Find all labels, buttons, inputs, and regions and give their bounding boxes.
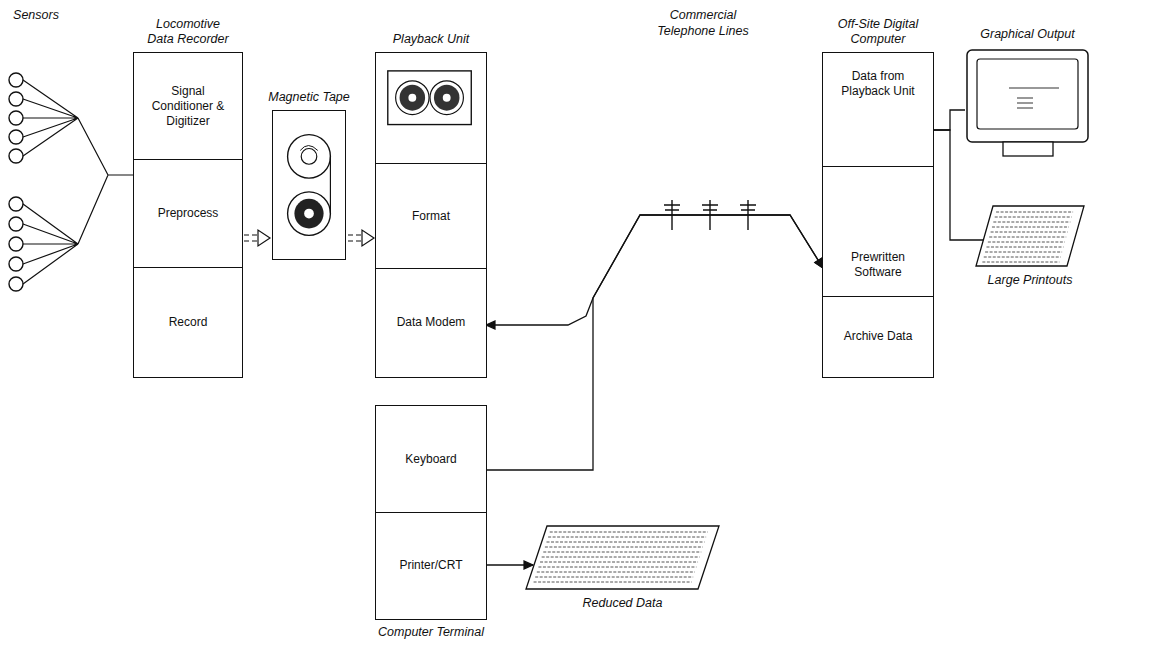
sensor-symbols [9, 73, 23, 291]
figure-label: Sensors [6, 8, 66, 24]
connector [486, 561, 533, 569]
drawn-shape: Reduced Data [525, 525, 720, 590]
paper-drawing [525, 525, 720, 590]
section-box: Keyboard [376, 406, 486, 512]
section-box: Data from Playback Unit [823, 53, 933, 166]
section-label: Data from Playback Unit [828, 69, 928, 99]
unit-box: Computer TerminalKeyboardPrinter/CRT [375, 405, 487, 620]
section-box: Preprocess [134, 159, 242, 267]
unit-heading: Computer Terminal [366, 625, 496, 641]
unit-heading: Off-Site Digital Computer [830, 17, 926, 48]
section-box: Prewritten Software [823, 166, 933, 296]
section-label: Format [412, 209, 450, 224]
section-box: Archive Data [823, 296, 933, 376]
drawn-shape: Large Printouts [975, 205, 1085, 267]
unit-box: Off-Site Digital ComputerData from Playb… [822, 52, 934, 378]
tape-drawing [273, 111, 345, 259]
section-label: Printer/CRT [399, 558, 462, 573]
printout-drawing [975, 205, 1085, 267]
section-box: Printer/CRT [376, 512, 486, 618]
section-box: Data Modem [376, 268, 486, 376]
figure-label: Commercial Telephone Lines [650, 8, 756, 39]
unit-box: Playback UnitFormatData Modem [375, 52, 487, 378]
section-label: Prewritten Software [828, 250, 928, 280]
connector [934, 130, 983, 240]
connector [486, 215, 823, 329]
unit-heading: Playback Unit [376, 32, 486, 48]
connector [486, 215, 823, 470]
section-label: Signal Conditioner & Digitizer [139, 84, 237, 129]
unit-heading: Graphical Output [963, 27, 1093, 43]
section-box: Format [376, 163, 486, 268]
connector [934, 110, 965, 130]
section-label: Archive Data [844, 329, 913, 344]
unit-heading: Large Printouts [965, 273, 1095, 289]
unit-box: Locomotive Data RecorderSignal Condition… [133, 52, 243, 378]
drawn-shape: Graphical Output [965, 48, 1090, 163]
unit-box: Magnetic Tape [272, 110, 346, 260]
section-label: Data Modem [397, 315, 466, 330]
monitor-drawing [965, 48, 1090, 163]
sensor-wires [23, 80, 133, 284]
section-label: Preprocess [158, 206, 219, 221]
tape-transfer-arrow [348, 230, 374, 246]
section-box: Signal Conditioner & Digitizer [134, 53, 242, 159]
unit-heading: Locomotive Data Recorder [144, 17, 232, 48]
section-box: Record [134, 267, 242, 376]
unit-heading: Reduced Data [558, 596, 688, 612]
section-label: Record [169, 315, 208, 330]
section-label: Keyboard [405, 452, 456, 467]
unit-heading: Magnetic Tape [254, 90, 364, 106]
tape-transfer-arrow [244, 230, 270, 246]
